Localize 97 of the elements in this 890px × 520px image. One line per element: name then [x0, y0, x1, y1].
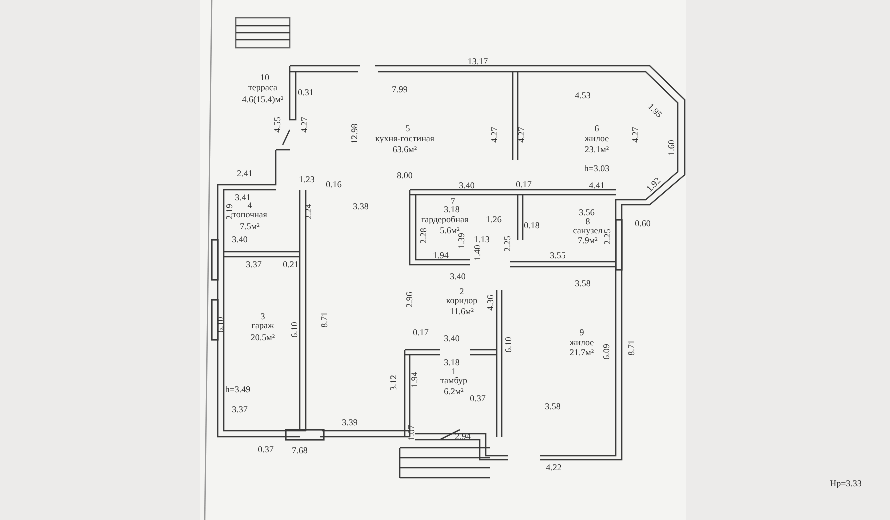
- plan-label: 1.07: [408, 425, 416, 441]
- plan-label: 3.41: [235, 194, 251, 202]
- plan-label: 3.37: [246, 260, 262, 270]
- plan-label: 3.58: [545, 402, 561, 412]
- plan-label: 4.53: [575, 92, 591, 100]
- plan-label: Hp=3.33: [830, 480, 862, 488]
- plan-label: 3.37: [232, 406, 248, 414]
- plan-label: 5.6м²: [440, 226, 460, 236]
- plan-label: 7.99: [392, 86, 408, 94]
- plan-label: 63.6м²: [392, 146, 418, 154]
- plan-label: 8.71: [628, 340, 636, 356]
- plan-label: 0.31: [298, 88, 314, 98]
- plan-label: 1.94: [433, 252, 449, 260]
- plan-label: 3.40: [459, 182, 475, 190]
- plan-label: 8.00: [397, 172, 413, 180]
- plan-label: 2.96: [406, 292, 414, 308]
- plan-label: h=3.03: [584, 164, 610, 174]
- plan-label: 3.38: [353, 202, 369, 212]
- plan-label: санузел: [573, 226, 603, 236]
- plan-label: тамбур: [440, 376, 468, 386]
- plan-label: h=3.49: [225, 386, 251, 394]
- plan-label: 0.37: [258, 446, 274, 454]
- plan-label: 4.41: [589, 182, 605, 190]
- plan-label: 6.10: [216, 317, 226, 333]
- plan-label: 4.55: [274, 117, 282, 133]
- plan-label: 4.36: [486, 295, 496, 311]
- plan-label: 2.19: [226, 204, 234, 220]
- plan-label: 1.39: [458, 233, 466, 249]
- plan-label: 3.55: [550, 252, 566, 260]
- plan-label: 2: [460, 288, 464, 296]
- plan-label: 1: [452, 368, 456, 376]
- plan-label: 2.24: [304, 204, 314, 220]
- plan-label: топочная: [232, 210, 268, 220]
- plan-label: 2.25: [604, 229, 612, 245]
- plan-label: 4.27: [632, 127, 640, 143]
- plan-label: 8.71: [320, 312, 330, 328]
- plan-label: 8: [586, 218, 590, 226]
- plan-label: 23.1м²: [584, 146, 610, 154]
- plan-label: 6.10: [290, 322, 300, 338]
- plan-label: 4.27: [490, 127, 500, 143]
- plan-label: 12.98: [350, 124, 360, 144]
- plan-label: гардеробная: [421, 216, 469, 224]
- plan-label: 4.22: [546, 464, 562, 472]
- plan-label: 0.60: [635, 220, 651, 228]
- plan-label: 2.28: [420, 228, 428, 244]
- plan-label: 4.27: [518, 127, 526, 143]
- plan-label: 1.92: [645, 176, 663, 194]
- plan-label: 0.17: [413, 328, 429, 338]
- plan-label: 6.2м²: [444, 388, 464, 396]
- plan-label: 11.6м²: [450, 308, 474, 316]
- plan-label: 3.12: [390, 375, 398, 391]
- plan-label: 2.25: [504, 236, 512, 252]
- plan-label: 1.40: [474, 245, 482, 261]
- plan-label: 3.58: [575, 280, 591, 288]
- plan-label: 9: [580, 328, 584, 338]
- plan-label: гараж: [252, 322, 274, 330]
- plan-label: 4.6(15.4)м²: [242, 96, 284, 104]
- plan-label: 1.26: [486, 216, 502, 224]
- plan-label: 0.18: [524, 222, 540, 230]
- plan-label: 1.94: [410, 372, 420, 388]
- plan-label: 10: [260, 74, 270, 82]
- plan-label: 0.37: [470, 394, 486, 404]
- plan-label: 7.9м²: [578, 236, 598, 246]
- plan-label: 2.94: [455, 432, 471, 442]
- plan-label: 0.16: [326, 180, 342, 190]
- plan-label: 3.39: [342, 418, 358, 428]
- plan-label: жилое: [570, 338, 594, 348]
- plan-label: терраса: [248, 84, 278, 92]
- plan-label: 2.41: [237, 170, 253, 178]
- plan-label: 3.18: [444, 206, 460, 214]
- plan-label: 0.17: [516, 180, 532, 190]
- plan-label: 3.40: [444, 334, 460, 344]
- plan-label: 1.23: [299, 176, 315, 184]
- plan-label: 4: [248, 202, 252, 210]
- plan-label: 3.40: [450, 272, 466, 282]
- plan-label: 7: [450, 198, 456, 206]
- plan-label: коридор: [446, 296, 478, 306]
- plan-label: 1.60: [668, 140, 676, 156]
- plan-label: 5: [406, 124, 410, 134]
- plan-label: 6.10: [504, 337, 514, 353]
- plan-label: 4.27: [300, 117, 310, 133]
- plan-label: 3.40: [232, 236, 248, 244]
- plan-label: 21.7м²: [570, 348, 594, 358]
- plan-label: 7.5м²: [240, 222, 260, 232]
- plan-label: 3.18: [444, 358, 460, 368]
- plan-label: 13.17: [468, 58, 488, 66]
- plan-label: 6.09: [602, 344, 612, 360]
- plan-label: кухня-гостиная: [375, 134, 435, 144]
- plan-label: 6: [594, 124, 600, 134]
- plan-label: 1.13: [474, 236, 490, 244]
- plan-label: 3.56: [579, 208, 595, 218]
- plan-label: 0.21: [283, 260, 299, 270]
- plan-label: 20.5м²: [250, 334, 276, 342]
- plan-label: 3: [260, 312, 266, 322]
- plan-label: 1.95: [646, 102, 664, 120]
- plan-label: 7.68: [292, 446, 308, 456]
- plan-label: жилое: [584, 134, 610, 144]
